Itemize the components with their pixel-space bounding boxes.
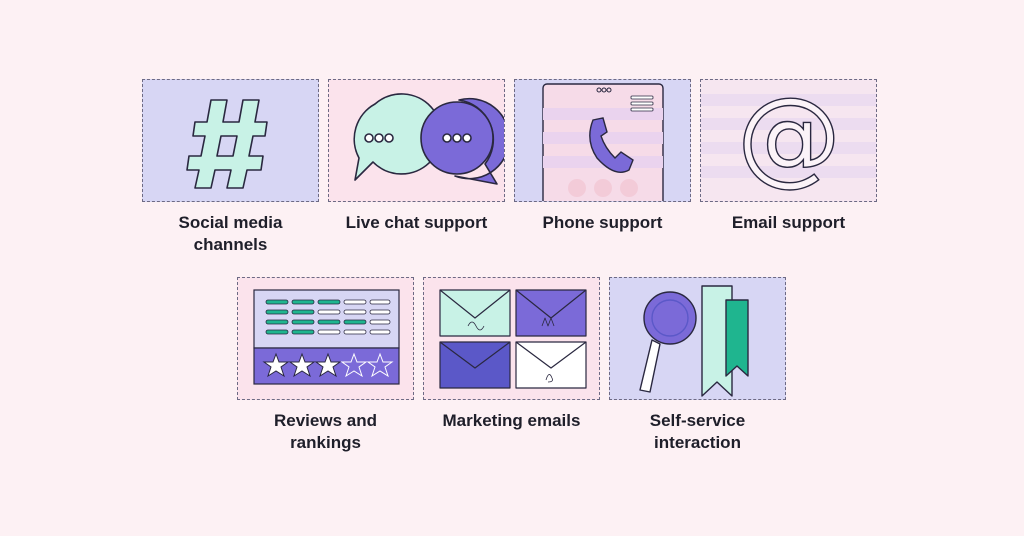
star-rating-icon (253, 289, 400, 385)
label-line-1: Marketing emails (442, 411, 581, 430)
card-email: @ (700, 79, 877, 202)
svg-text:@: @ (737, 80, 841, 197)
card-marketing-emails (423, 277, 600, 400)
label-line-1: Self-service (649, 411, 746, 430)
label-line-1: Live chat support (345, 213, 488, 232)
label-line-2: interaction (654, 433, 741, 452)
envelopes-icon (439, 289, 587, 389)
label-line-1: Phone support (542, 213, 663, 232)
label-line-1: Email support (731, 213, 846, 232)
label-line-2: rankings (290, 433, 361, 452)
card-label: Email support (700, 212, 877, 234)
label-line-1: Reviews and (274, 411, 377, 430)
label-line-1: Social media (178, 213, 283, 232)
magnifier-bookmark-icon (639, 285, 749, 397)
label-line-2: channels (193, 235, 268, 254)
card-social-media (142, 79, 319, 202)
card-label: Marketing emails (423, 410, 600, 432)
chat-bubbles-icon (353, 93, 504, 185)
card-label: Social media channels (142, 212, 319, 256)
card-phone (514, 79, 691, 202)
card-live-chat (328, 79, 505, 202)
card-label: Live chat support (328, 212, 505, 234)
at-sign-icon: @ (701, 80, 876, 198)
card-label: Phone support (514, 212, 691, 234)
card-label: Reviews and rankings (237, 410, 414, 454)
card-reviews (237, 277, 414, 400)
phone-icon (542, 83, 664, 201)
hashtag-icon (186, 99, 268, 189)
card-self-service (609, 277, 786, 400)
card-label: Self-service interaction (609, 410, 786, 454)
